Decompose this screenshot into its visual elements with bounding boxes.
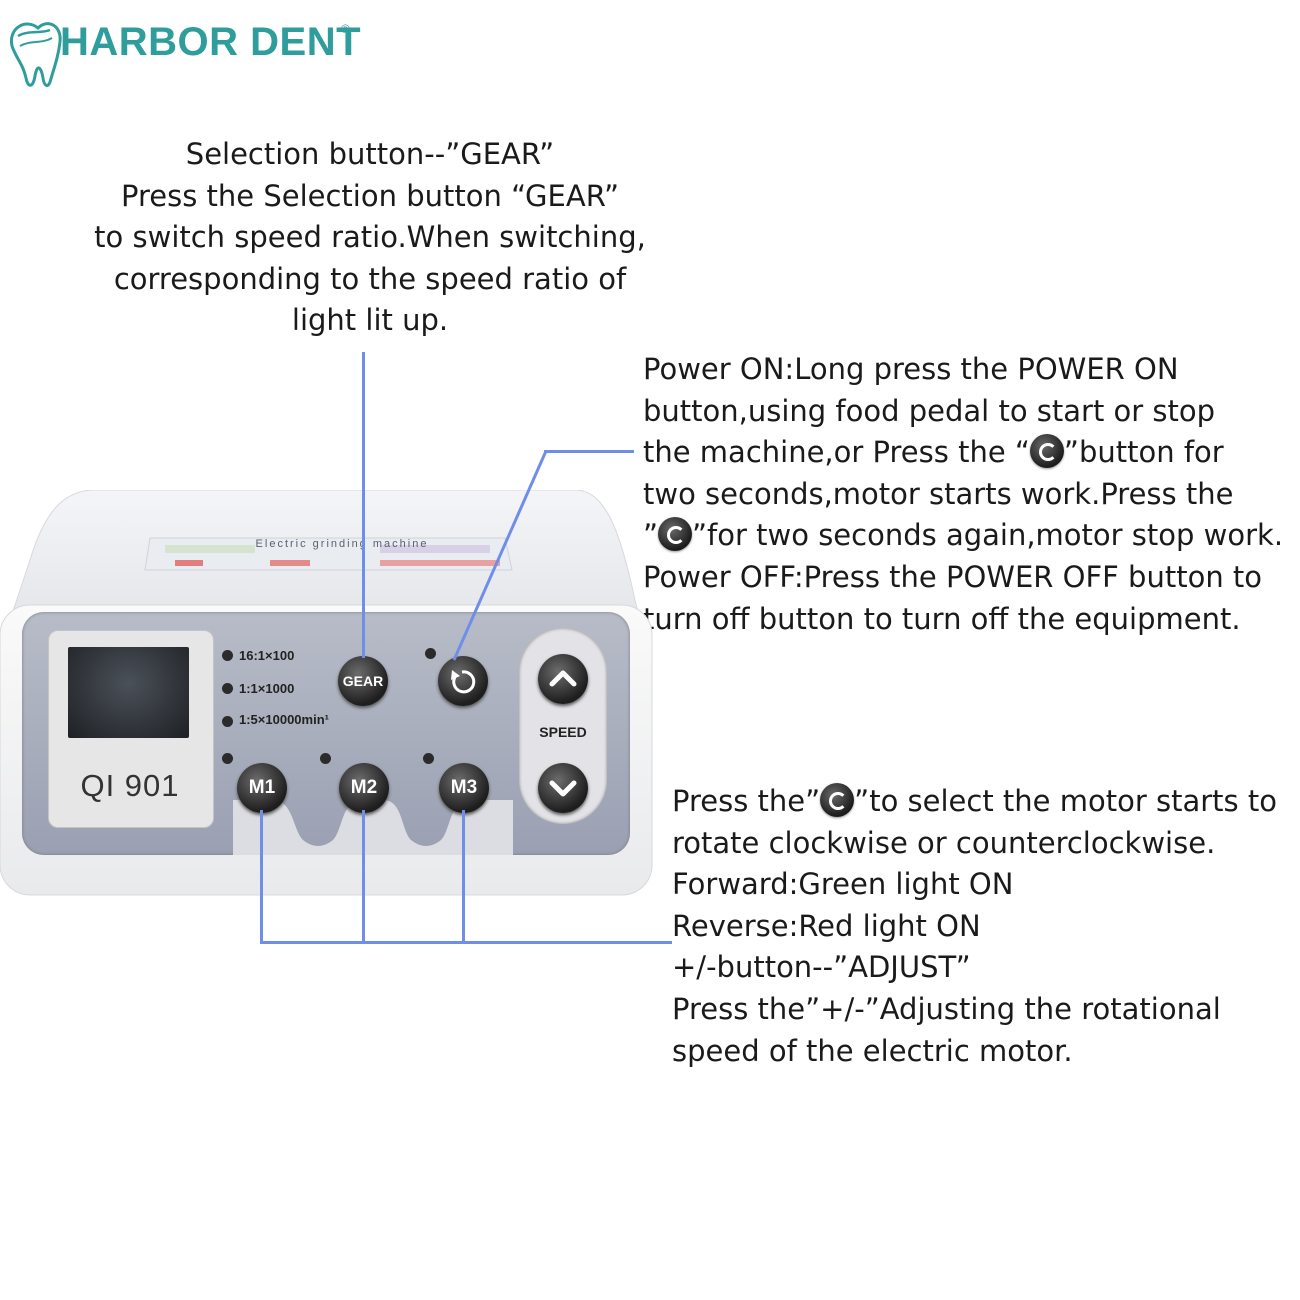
speed-down-button[interactable]	[538, 763, 588, 813]
gear-annotation: Selection button--”GEAR” Press the Selec…	[60, 134, 680, 342]
model-number: QI 901	[80, 768, 180, 803]
dir-note-line: +/-button--”ADJUST”	[672, 950, 971, 985]
dir-note-text: ”to select the motor starts to	[854, 784, 1277, 818]
rotate-button-icon	[1029, 434, 1064, 469]
power-note-text: the machine,or Press the “	[643, 435, 1030, 470]
m3-connector-line	[462, 810, 465, 944]
power-note-line: turn off button to turn off the equipmen…	[643, 601, 1241, 636]
power-note-line: Power ON:Long press the POWER ON	[643, 352, 1179, 386]
power-note-text: ”	[643, 518, 659, 553]
chevron-down-icon	[549, 780, 577, 797]
m1-button[interactable]: M1	[237, 763, 287, 813]
power-note-line: the machine,or Press the “ ”button for	[643, 432, 1283, 474]
dir-note-line: rotate clockwise or counterclockwise.	[672, 825, 1216, 860]
power-note-line: two seconds,motor starts work.Press the	[643, 476, 1234, 511]
ratio-indicator-light	[222, 650, 233, 661]
power-note-text: ”button for	[1063, 435, 1224, 470]
ratio-indicator-light	[222, 716, 233, 727]
m1-indicator-light	[222, 753, 233, 764]
dir-note-line: speed of the electric motor.	[672, 1033, 1073, 1068]
ratio-label: 1:1×1000	[239, 681, 295, 696]
sticker-title: Electric grinding machine	[255, 538, 429, 550]
m2-button[interactable]: M2	[339, 763, 389, 813]
rotate-button-icon	[658, 517, 693, 552]
dir-note-line: Forward:Green light ON	[672, 867, 1014, 902]
chevron-up-icon	[549, 670, 577, 687]
gear-note-line: Selection button--”GEAR”	[185, 137, 555, 171]
gear-note-line: corresponding to the speed ratio of	[113, 261, 627, 296]
ratio-label: 16:1×100	[239, 648, 295, 663]
m3-button[interactable]: M3	[439, 763, 489, 813]
lcd-screen	[68, 647, 189, 738]
power-annotation: Power ON:Long press the POWER ON button,…	[643, 349, 1283, 640]
m3-indicator-light	[423, 753, 434, 764]
power-connector-diagonal	[452, 450, 548, 661]
m1-connector-line	[260, 810, 263, 944]
gear-button[interactable]: GEAR	[338, 656, 388, 706]
direction-annotation: Press the” ”to select the motor starts to…	[672, 781, 1277, 1072]
power-connector-line	[544, 450, 634, 453]
ratio-indicator-light	[222, 683, 233, 694]
dir-note-line: Press the”+/-”Adjusting the rotational	[672, 991, 1221, 1026]
dir-note-text: Press the”	[672, 784, 821, 818]
power-note-line: Power OFF:Press the POWER OFF button to	[643, 559, 1263, 594]
brand-name: HARBOR DENT	[60, 20, 362, 64]
power-note-line: ” ”for two seconds again,motor stop work.	[643, 515, 1283, 557]
gear-note-line: to switch speed ratio.When switching,	[94, 220, 646, 255]
rotate-button-icon	[820, 783, 855, 817]
ratio-label: 1:5×10000min¹	[239, 712, 329, 727]
rotate-indicator-light	[425, 648, 436, 659]
power-note-text: ”for two seconds again,motor stop work.	[692, 518, 1284, 553]
motor-button-tray	[233, 800, 513, 855]
harbor-dent-logo	[9, 22, 62, 87]
speed-up-button[interactable]	[538, 654, 588, 704]
rotate-icon	[451, 670, 476, 694]
m2-indicator-light	[320, 753, 331, 764]
registered-mark: ®	[341, 22, 350, 36]
gear-note-line: light lit up.	[291, 303, 449, 338]
rotate-button[interactable]	[438, 656, 488, 706]
speed-label: SPEED	[539, 724, 587, 740]
motor-connector-line	[260, 941, 672, 944]
dir-note-line: Press the” ”to select the motor starts to	[672, 781, 1277, 823]
power-note-line: button,using food pedal to start or stop	[643, 393, 1216, 428]
dir-note-line: Reverse:Red light ON	[672, 908, 981, 943]
gear-connector-line	[362, 352, 365, 658]
m2-connector-line	[362, 810, 365, 944]
gear-note-line: Press the Selection button “GEAR”	[120, 178, 620, 213]
